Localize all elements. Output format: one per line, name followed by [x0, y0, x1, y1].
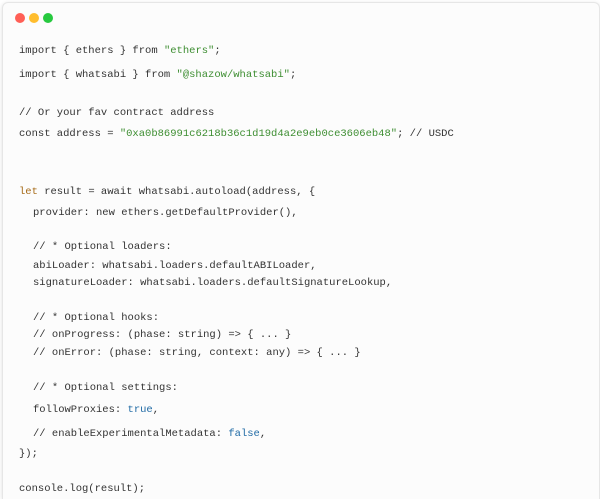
code-line-on-error: // onError: (phase: string, context: any…	[33, 347, 361, 359]
code-text: ;	[214, 45, 221, 57]
code-text: import { whatsabi } from	[19, 69, 177, 81]
keyword: let	[19, 186, 38, 198]
code-line-let-result: let result = await whatsabi.autoload(add…	[19, 185, 315, 199]
code-line-provider: provider: new ethers.getDefaultProvider(…	[33, 207, 298, 219]
code-text: ;	[289, 69, 297, 81]
maximize-dot-icon[interactable]	[43, 13, 53, 23]
code-line-closing-brace: });	[19, 448, 38, 460]
code-line-import-whatsabi: import { whatsabi } from "@shazow/whatsa…	[19, 68, 296, 82]
code-text: ,	[152, 404, 160, 416]
boolean-literal: false	[228, 428, 260, 440]
code-text: ,	[259, 428, 267, 440]
code-line-abi-loader: abiLoader: whatsabi.loaders.defaultABILo…	[33, 260, 317, 272]
code-text: import { ethers } from	[19, 45, 164, 57]
code-line-import-ethers: import { ethers } from "ethers";	[19, 44, 221, 58]
code-line-signature-loader: signatureLoader: whatsabi.loaders.defaul…	[33, 277, 393, 289]
code-line-comment-hooks: // * Optional hooks:	[33, 312, 160, 324]
code-text: result = await whatsabi.autoload(address…	[37, 186, 316, 198]
code-text: // enableExperimentalMetadata:	[33, 428, 229, 440]
string-literal: "ethers"	[163, 45, 215, 57]
code-text: followProxies:	[33, 404, 128, 416]
code-block: import { ethers } from "ethers"; import …	[3, 3, 599, 499]
window-titlebar	[3, 3, 599, 33]
string-literal: "0xa0b86991c6218b36c1d19d4a2e9eb0ce3606e…	[119, 128, 398, 140]
code-line-comment-loaders: // * Optional loaders:	[33, 241, 172, 253]
string-literal: "@shazow/whatsabi"	[176, 69, 290, 81]
code-line-comment-address: // Or your fav contract address	[19, 107, 215, 119]
code-line-follow-proxies: followProxies: true,	[33, 403, 159, 417]
code-text: ; // USDC	[397, 128, 454, 140]
code-line-const-address: const address = "0xa0b86991c6218b36c1d19…	[19, 127, 454, 141]
close-dot-icon[interactable]	[15, 13, 25, 23]
code-text: const address =	[19, 128, 120, 140]
minimize-dot-icon[interactable]	[29, 13, 39, 23]
code-line-on-progress: // onProgress: (phase: string) => { ... …	[33, 329, 292, 341]
code-line-console-log: console.log(result);	[19, 483, 146, 495]
code-line-comment-settings: // * Optional settings:	[33, 382, 178, 394]
code-line-experimental-metadata: // enableExperimentalMetadata: false,	[33, 427, 266, 441]
boolean-literal: true	[127, 404, 153, 416]
